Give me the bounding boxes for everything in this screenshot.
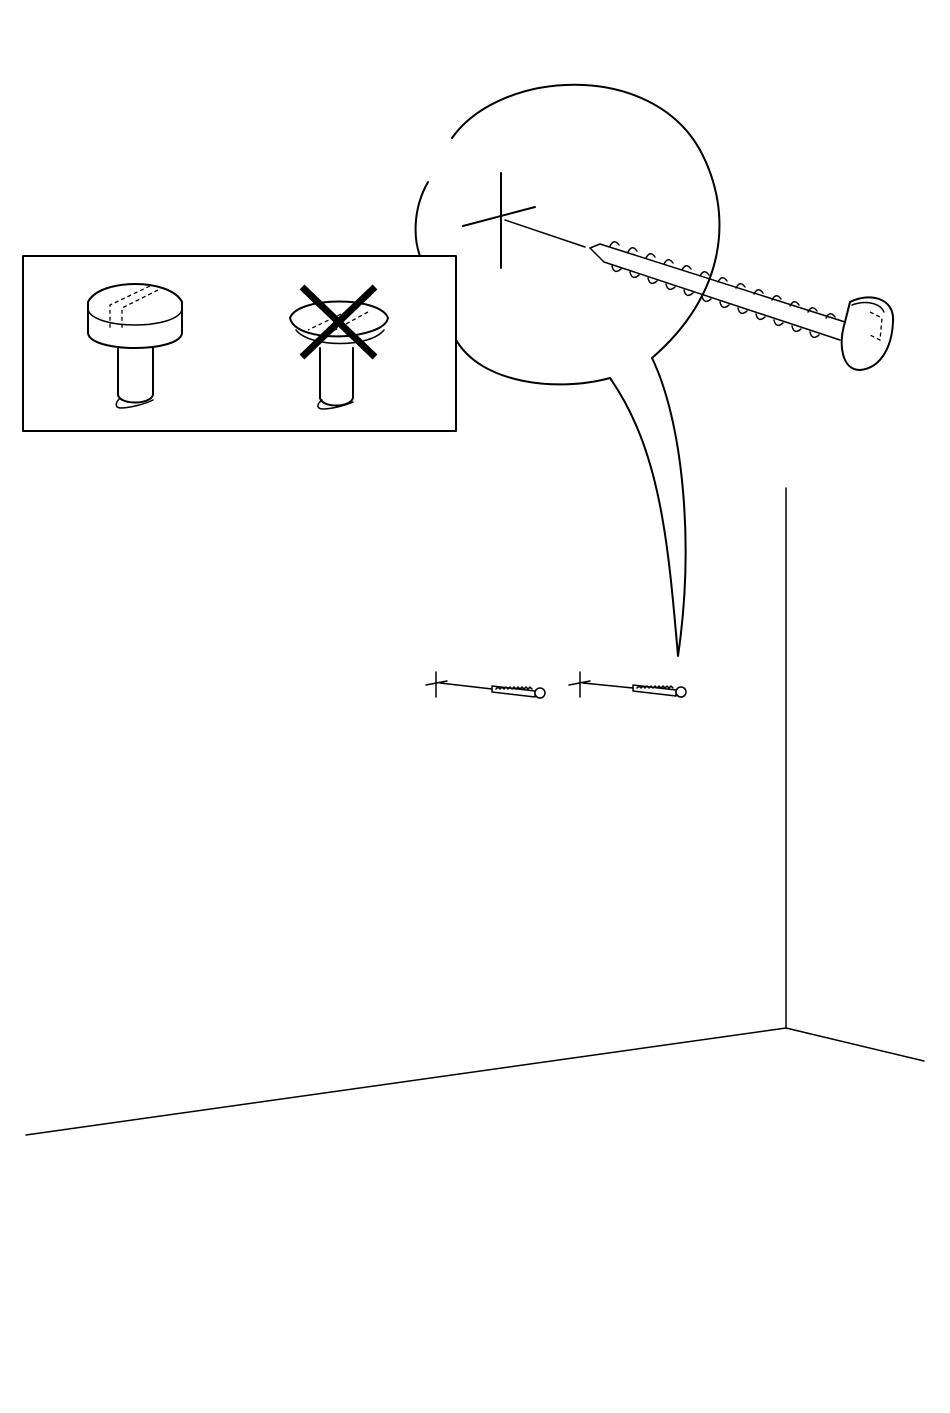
magnified-callout [416,85,894,656]
screw-head-comparison-panel [23,256,456,431]
drill-mark-cross [463,173,535,268]
floor-left-edge [26,1028,786,1135]
wall-screw-left [426,672,545,698]
large-screw-icon [590,242,893,370]
callout-bubble-left-arc [416,182,428,256]
wall-corner [26,488,924,1135]
comparison-frame [23,256,456,431]
wall-screw-right [569,672,686,697]
guide-line [505,220,585,247]
callout-bubble-outline [452,85,719,656]
floor-right-edge [786,1028,924,1061]
